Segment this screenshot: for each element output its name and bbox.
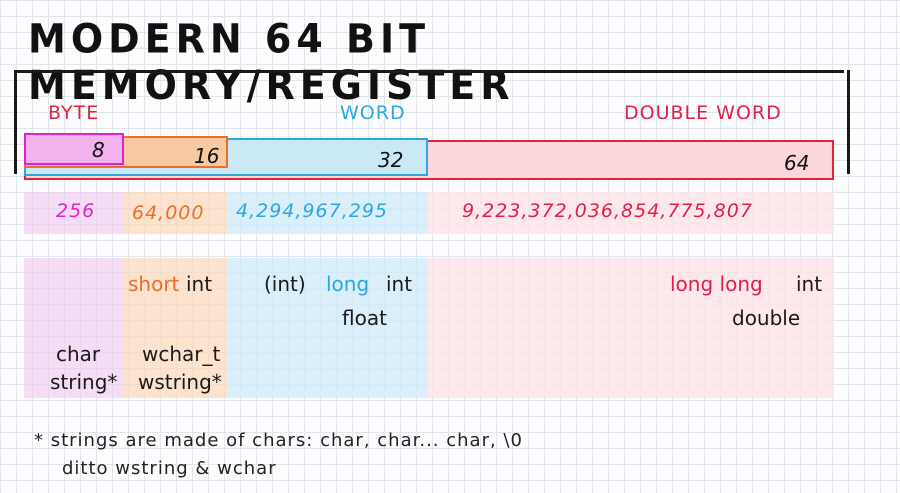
type-float: float — [342, 306, 387, 330]
double-word-label: DOUBLE WORD — [624, 102, 782, 124]
type-int-paren: (int) — [264, 272, 306, 296]
diagram-title: MODERN 64 BIT MEMORY/REGISTER — [28, 15, 515, 109]
type-char: char — [56, 342, 101, 366]
value-band-32 — [228, 192, 428, 234]
type-wchar: wchar_t — [142, 342, 221, 366]
register-bracket — [14, 70, 850, 174]
max-value-8: 256 — [56, 200, 96, 222]
type-long-long-int: int — [796, 272, 823, 296]
byte-label: BYTE — [48, 102, 100, 124]
type-band-8 — [24, 258, 124, 398]
max-value-64: 9,223,372,036,854,775,807 — [462, 200, 753, 222]
type-short: short — [128, 272, 180, 296]
value-band-8 — [24, 192, 124, 234]
footnote-ditto: ditto wstring & wchar — [62, 458, 277, 479]
type-double: double — [732, 306, 801, 330]
value-band-16 — [124, 192, 228, 234]
register-bracket-top — [14, 70, 844, 73]
type-long-int: int — [386, 272, 413, 296]
footnote-strings: * strings are made of chars: char, char.… — [34, 430, 523, 451]
value-band-64 — [428, 192, 834, 234]
type-band-16 — [124, 258, 228, 398]
size-32-label: 32 — [378, 148, 404, 172]
max-value-32: 4,294,967,295 — [236, 200, 389, 222]
type-wstring: wstring* — [138, 370, 222, 394]
size-16-label: 16 — [194, 144, 220, 168]
type-long: long — [326, 272, 370, 296]
max-value-16: 64,000 — [132, 202, 205, 224]
size-64-label: 64 — [784, 151, 810, 175]
type-band-64 — [428, 258, 834, 398]
type-string: string* — [50, 370, 118, 394]
register-8-bit-box — [24, 133, 124, 165]
type-band-32 — [228, 258, 428, 398]
type-short-int: int — [186, 272, 213, 296]
type-long-long: long long — [670, 272, 763, 296]
word-label: WORD — [340, 102, 406, 124]
size-8-label: 8 — [92, 138, 105, 162]
